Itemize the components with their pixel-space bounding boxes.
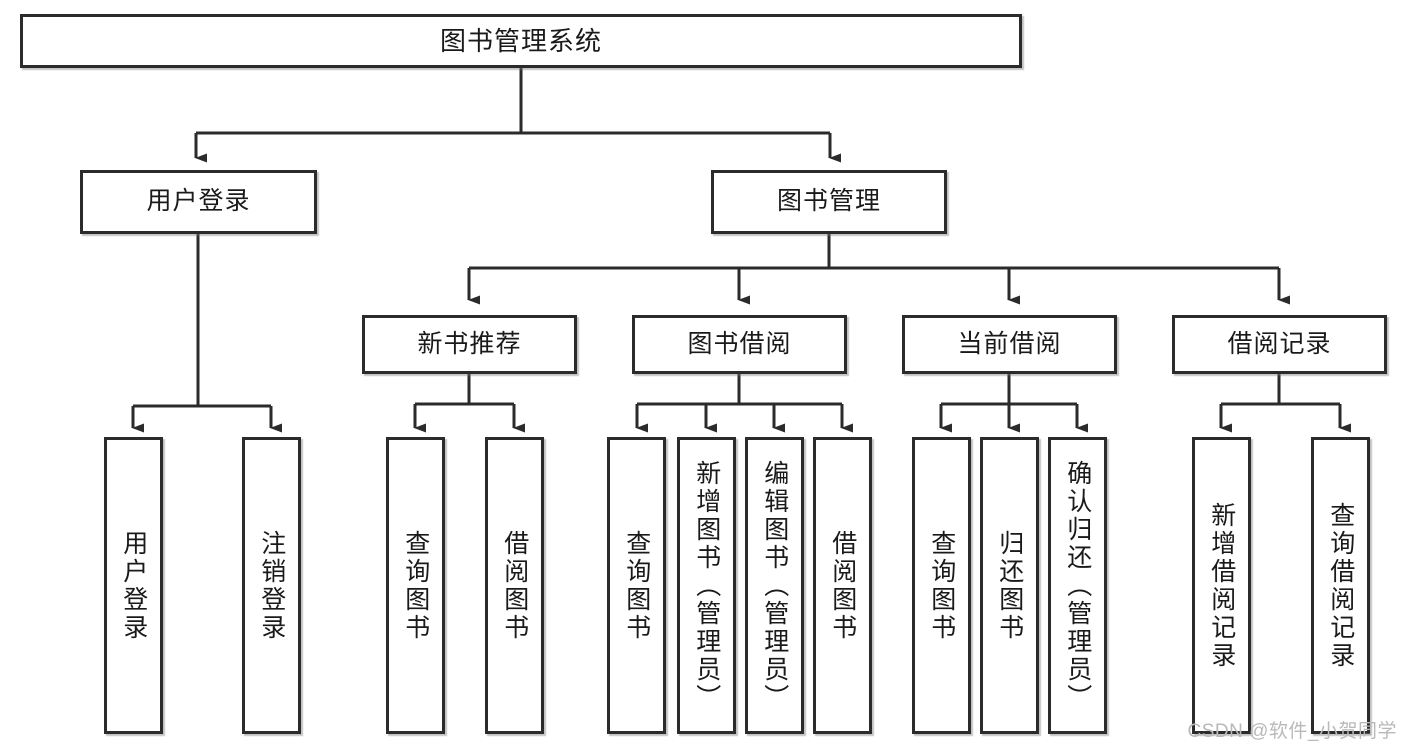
node-leaf-query-book-newbook[interactable]: 查询图书 xyxy=(386,437,445,734)
node-label: 注销登录 xyxy=(257,529,286,642)
node-label: 借阅记录 xyxy=(1227,329,1332,358)
node-leaf-edit-book-admin[interactable]: 编辑图书（管理员） xyxy=(745,437,804,734)
node-label: 查询借阅记录 xyxy=(1326,501,1355,670)
node-label: 查询图书 xyxy=(401,529,430,642)
node-new-book-recommend[interactable]: 新书推荐 xyxy=(362,315,577,374)
node-label: 新增图书（管理员） xyxy=(692,459,721,712)
node-leaf-query-book-current[interactable]: 查询图书 xyxy=(912,437,971,734)
node-label: 新书推荐 xyxy=(417,329,522,358)
node-leaf-lend-book[interactable]: 借阅图书 xyxy=(813,437,872,734)
node-label: 查询图书 xyxy=(927,529,956,642)
node-root-book-management-system[interactable]: 图书管理系统 xyxy=(20,14,1022,68)
node-label: 图书管理系统 xyxy=(439,25,602,56)
node-label: 图书借阅 xyxy=(687,329,792,358)
node-leaf-add-borrow-record[interactable]: 新增借阅记录 xyxy=(1192,437,1251,734)
watermark: CSDN @软件_小贺同学 xyxy=(1187,721,1397,742)
node-label: 当前借阅 xyxy=(957,329,1062,358)
node-leaf-add-book-admin[interactable]: 新增图书（管理员） xyxy=(677,437,736,734)
node-label: 新增借阅记录 xyxy=(1207,501,1236,670)
node-label: 用户登录 xyxy=(119,529,148,642)
node-current-borrow[interactable]: 当前借阅 xyxy=(902,315,1117,374)
node-leaf-user-login[interactable]: 用户登录 xyxy=(104,437,163,734)
node-book-management[interactable]: 图书管理 xyxy=(711,170,947,234)
node-leaf-query-book-borrow[interactable]: 查询图书 xyxy=(607,437,666,734)
node-user-login[interactable]: 用户登录 xyxy=(80,170,317,234)
node-label: 编辑图书（管理员） xyxy=(760,459,789,712)
node-label: 借阅图书 xyxy=(828,529,857,642)
node-label: 查询图书 xyxy=(622,529,651,642)
node-borrow-records[interactable]: 借阅记录 xyxy=(1172,315,1387,374)
node-leaf-borrow-book-newbook[interactable]: 借阅图书 xyxy=(485,437,544,734)
node-label: 借阅图书 xyxy=(500,529,529,642)
node-leaf-return-book[interactable]: 归还图书 xyxy=(980,437,1039,734)
node-leaf-query-borrow-record[interactable]: 查询借阅记录 xyxy=(1311,437,1370,734)
node-book-borrow[interactable]: 图书借阅 xyxy=(632,315,847,374)
node-leaf-logout[interactable]: 注销登录 xyxy=(242,437,301,734)
node-label: 图书管理 xyxy=(776,187,881,216)
node-label: 归还图书 xyxy=(995,529,1024,642)
node-label: 用户登录 xyxy=(146,187,251,216)
node-label: 确认归还（管理员） xyxy=(1063,459,1092,712)
node-leaf-confirm-return-admin[interactable]: 确认归还（管理员） xyxy=(1048,437,1107,734)
